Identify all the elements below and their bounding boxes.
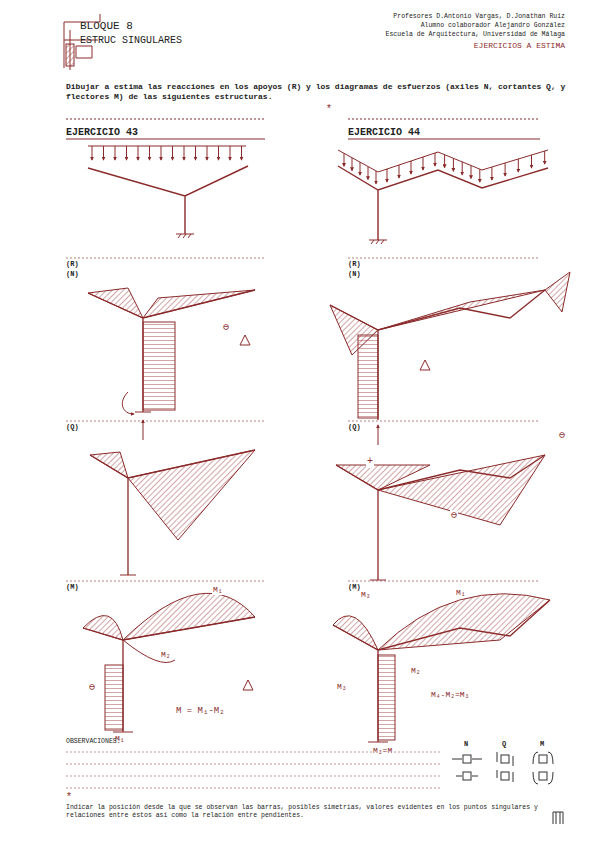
sheet-text: EJERCICIOS A ESTIMA xyxy=(474,41,565,51)
sheet-text: OBSERVACIONES: xyxy=(66,738,121,746)
sheet-text: (M) xyxy=(66,583,79,591)
diagram-annotation: ⊖ xyxy=(88,682,96,694)
axial-diagram-43 xyxy=(88,288,255,440)
sheet-text: Indicar la posición desde la que se obse… xyxy=(66,804,566,820)
diagram-annotation: ⊖ xyxy=(450,510,458,522)
sheet-text: * xyxy=(326,104,332,116)
sheet-title: BLOQUE 8 xyxy=(80,20,133,33)
sheet-text: (R) xyxy=(66,260,79,268)
diagram-annotation: M₃ xyxy=(336,682,348,692)
diagram-annotation: ⊖ xyxy=(558,430,566,442)
diagram-annotation: M₁ xyxy=(455,588,467,598)
sheet-text: (R) xyxy=(348,260,361,268)
sheet-text: (M) xyxy=(348,583,361,591)
diagram-annotation: M₁ xyxy=(212,585,224,595)
sheet-text: * xyxy=(66,792,72,804)
sheet-text: Escuela de Arquitectura, Universidad de … xyxy=(386,31,565,39)
diagram-annotation: M₄-M₂=M₃ xyxy=(430,690,470,700)
sheet-text: ESTRUC SINGULARES xyxy=(80,35,182,47)
sheet-text: EJERCICIO 44 xyxy=(348,127,420,139)
sign-convention xyxy=(452,752,563,824)
sheet-text: Q xyxy=(502,740,506,748)
sheet-text: Profesores D.Antonio Vargas, D.Jonathan … xyxy=(393,13,565,21)
sheet-text: Dibujar a estima las reacciones en los a… xyxy=(66,82,571,101)
diagram-annotation: M₂ xyxy=(160,650,172,660)
shear-diagram-44 xyxy=(336,455,545,580)
shear-diagram-43 xyxy=(90,450,255,575)
moment-diagram-44 xyxy=(333,594,550,742)
axial-diagram-44 xyxy=(330,272,570,445)
sheet-text: EJERCICIO 43 xyxy=(66,127,138,139)
sheet-text: (Q) xyxy=(66,423,79,431)
diagram-annotation: M₃=M xyxy=(372,746,393,756)
sheet-text: (N) xyxy=(66,270,79,278)
diagram-annotation: M = M₁-M₂ xyxy=(175,706,226,717)
diagram-annotation: + xyxy=(366,456,374,468)
structure-44 xyxy=(338,150,548,244)
structure-43 xyxy=(88,146,248,238)
sheet-text: M xyxy=(540,740,544,748)
sheet-text: (N) xyxy=(348,270,361,278)
diagram-annotation: M₂ xyxy=(410,666,422,676)
sheet-text: N xyxy=(464,740,468,748)
diagram-annotation: M₃ xyxy=(360,590,372,600)
sheet-text: (Q) xyxy=(348,423,361,431)
moment-diagram-43 xyxy=(83,593,255,732)
diagram-annotation: ⊖ xyxy=(222,322,230,334)
sheet-text: Alumno colaborador Alejandro González xyxy=(421,22,565,30)
